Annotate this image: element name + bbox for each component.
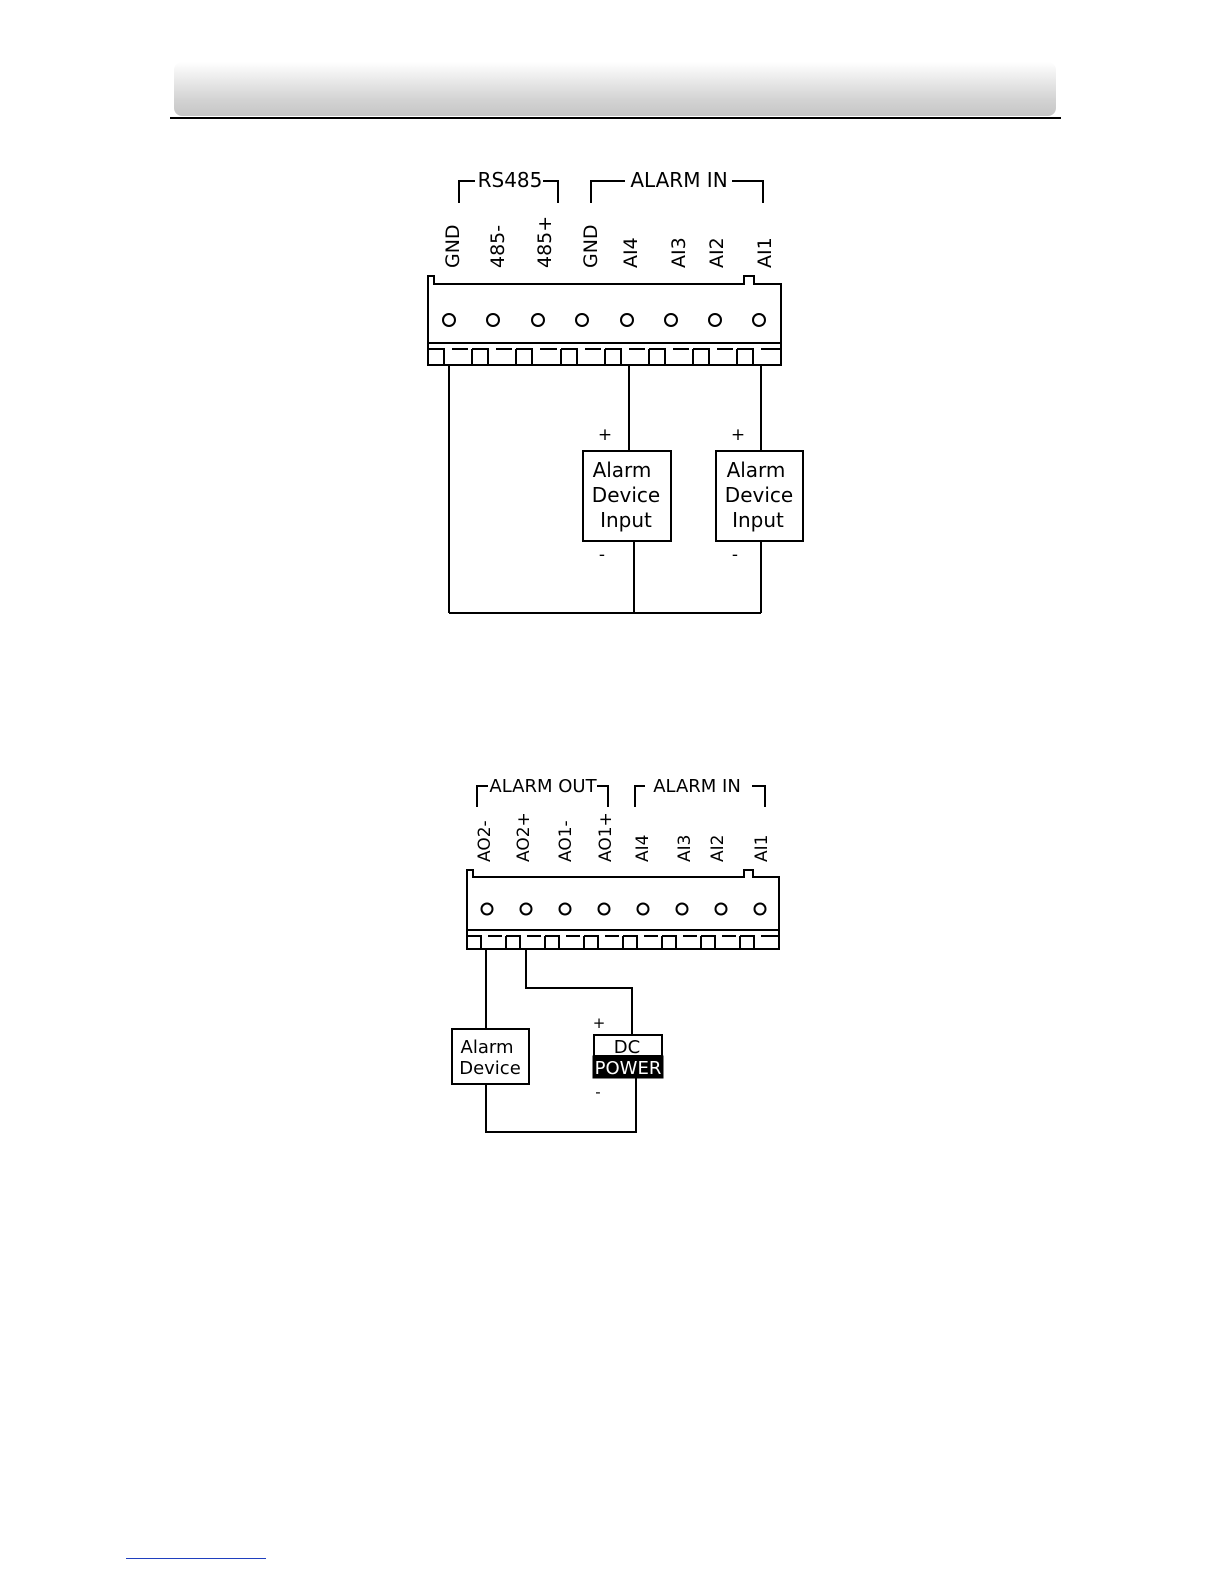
- device-label: Device: [725, 483, 793, 507]
- dc-power-supply: DC POWER + -: [593, 1014, 663, 1101]
- device-label: Alarm: [727, 458, 786, 482]
- screw-hole: [753, 314, 765, 326]
- pin-label: AI1: [754, 237, 776, 268]
- screw-hole: [665, 314, 677, 326]
- footer-rule: [126, 1558, 266, 1559]
- pin-label: GND: [442, 224, 464, 268]
- group-label-rs485: RS485: [478, 168, 543, 192]
- plus-sign: +: [593, 1014, 606, 1032]
- screw-hole: [560, 904, 571, 915]
- device-label: Device: [459, 1058, 521, 1079]
- pin-label: GND: [580, 224, 602, 268]
- alarm-device: Alarm Device: [452, 1029, 529, 1084]
- pin-label: AO2-: [475, 820, 495, 862]
- diagram-alarm-out-alarm-in: ALARM OUT ALARM IN AO2- AO2+ AO1- AO1+ A…: [452, 776, 779, 1132]
- pin-label: 485-: [487, 225, 509, 268]
- screw-holes: [443, 314, 765, 326]
- screw-hole: [599, 904, 610, 915]
- pin-label: 485+: [534, 216, 556, 268]
- device-label: Alarm: [593, 458, 652, 482]
- pin-label: AI1: [752, 835, 772, 862]
- pin-labels: GND 485- 485+ GND AI4 AI3 AI2 AI1: [442, 216, 776, 268]
- screw-hole: [638, 904, 649, 915]
- pin-label: AI3: [675, 835, 695, 862]
- power-label: POWER: [595, 1058, 662, 1079]
- terminal-block: [467, 870, 779, 949]
- plus-sign: +: [731, 425, 745, 445]
- dc-label: DC: [614, 1037, 640, 1058]
- screw-hole: [677, 904, 688, 915]
- device-label: Input: [600, 508, 652, 532]
- screw-hole: [755, 904, 766, 915]
- minus-sign: -: [732, 545, 738, 565]
- screw-hole: [621, 314, 633, 326]
- minus-sign: -: [595, 1083, 600, 1101]
- screw-hole: [576, 314, 588, 326]
- plus-sign: +: [598, 425, 612, 445]
- alarm-device-input-1: Alarm Device Input + -: [583, 425, 671, 565]
- pin-label: AI4: [620, 237, 642, 268]
- pin-labels: AO2- AO2+ AO1- AO1+ AI4 AI3 AI2 AI1: [475, 812, 772, 862]
- alarm-device-input-2: Alarm Device Input + -: [716, 425, 803, 565]
- screw-hole: [521, 904, 532, 915]
- pin-label: AO1+: [596, 812, 616, 862]
- device-label: Device: [592, 483, 660, 507]
- pin-label: AO2+: [514, 812, 534, 862]
- screw-hole: [443, 314, 455, 326]
- screw-hole: [532, 314, 544, 326]
- screw-hole: [716, 904, 727, 915]
- screw-hole: [487, 314, 499, 326]
- group-label-alarm-in: ALARM IN: [630, 168, 727, 192]
- diagram-rs485-alarm-in: RS485 ALARM IN GND 485- 485+ GND AI4 AI3…: [428, 168, 803, 613]
- pin-label: AI2: [706, 237, 728, 268]
- pin-label: AI2: [708, 835, 728, 862]
- pin-label: AI4: [633, 835, 653, 862]
- pin-label: AO1-: [556, 820, 576, 862]
- group-label-alarm-out: ALARM OUT: [489, 776, 597, 797]
- screw-hole: [482, 904, 493, 915]
- group-label-alarm-in: ALARM IN: [653, 776, 741, 797]
- device-label: Alarm: [461, 1037, 514, 1058]
- terminal-block: [428, 276, 781, 365]
- pin-label: AI3: [668, 237, 690, 268]
- screw-holes: [482, 904, 766, 915]
- minus-sign: -: [599, 545, 605, 565]
- device-label: Input: [732, 508, 784, 532]
- screw-hole: [709, 314, 721, 326]
